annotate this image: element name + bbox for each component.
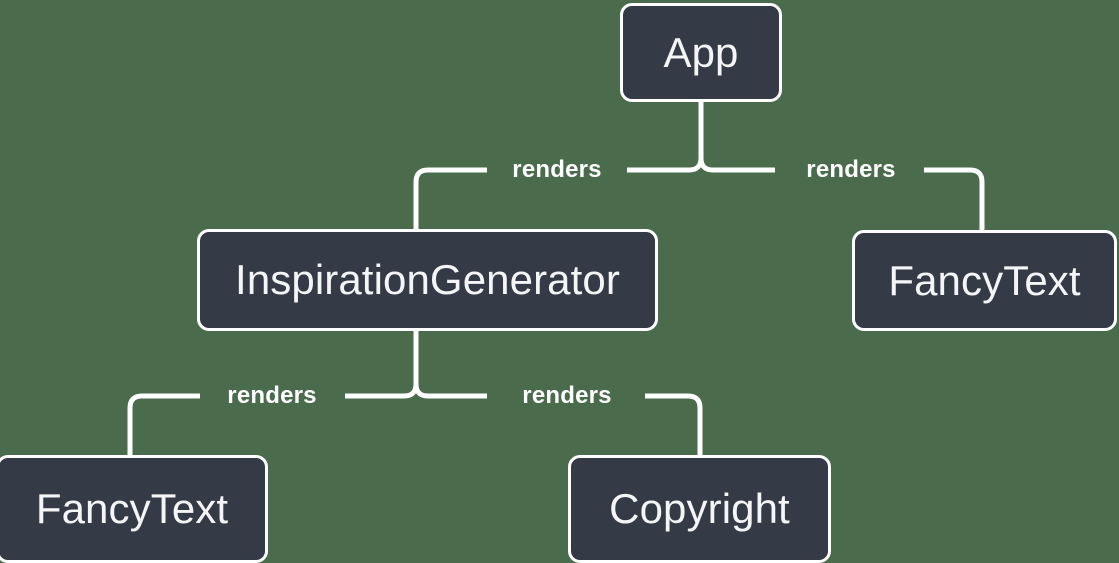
- edge-label-app-fancytext-right: renders: [806, 156, 896, 183]
- edge-inspiration-to-fancytext-left-run: [127, 393, 200, 455]
- node-fancytext-left[interactable]: FancyText: [0, 455, 268, 563]
- node-fancytext-right-label: FancyText: [888, 256, 1081, 304]
- edge-app-to-inspiration-left-run: [413, 167, 487, 229]
- node-app[interactable]: App: [620, 3, 782, 102]
- node-fancytext-left-label: FancyText: [35, 485, 229, 532]
- node-copyright[interactable]: Copyright: [568, 455, 831, 563]
- edge-label-inspiration-copyright: renders: [522, 382, 612, 409]
- edge-app-to-fancytext-right: [698, 157, 775, 173]
- node-app-label: App: [663, 28, 739, 76]
- node-copyright-label: Copyright: [609, 485, 790, 532]
- edge-app-to-fancytext-right-run: [924, 167, 985, 230]
- edge-label-inspiration-fancytext-left: renders: [227, 382, 317, 409]
- node-fancytext-right[interactable]: FancyText: [852, 230, 1117, 331]
- node-inspiration-generator-label: InspirationGenerator: [235, 256, 620, 303]
- edge-label-app-inspiration: renders: [512, 156, 602, 183]
- edge-inspiration-to-copyright: [413, 383, 487, 399]
- node-inspiration-generator[interactable]: InspirationGenerator: [197, 229, 658, 331]
- edge-app-to-inspiration: [627, 157, 704, 173]
- edge-inspiration-to-copyright-run: [645, 393, 703, 455]
- edge-inspiration-to-fancytext-left: [345, 383, 419, 399]
